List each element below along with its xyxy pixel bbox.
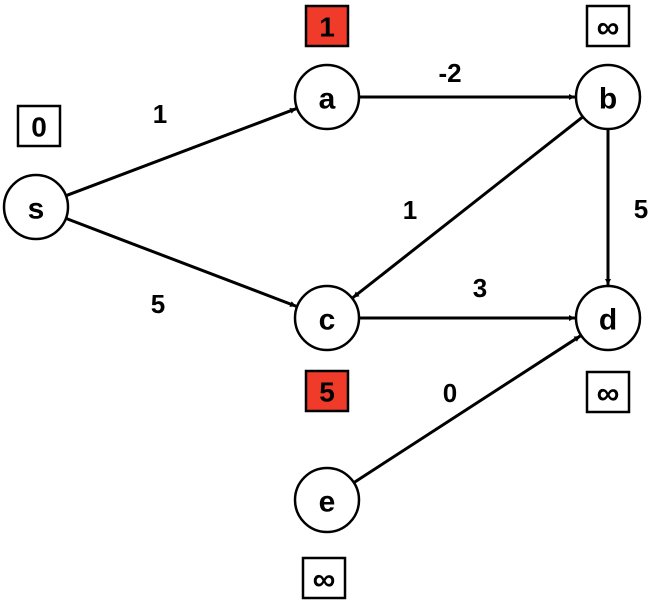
- node-circle: [574, 284, 642, 352]
- edge-weight-s-a: 1: [153, 99, 167, 129]
- node-c: c: [293, 284, 361, 352]
- distance-box-b: ∞: [585, 4, 631, 48]
- edge-e-d: [353, 334, 582, 484]
- node-label: a: [319, 83, 336, 116]
- node-label: e: [319, 486, 336, 519]
- distance-box-c: 5: [304, 369, 350, 413]
- distance-value: 1: [319, 12, 335, 43]
- node-d: d: [574, 284, 642, 352]
- distance-box-d: ∞: [585, 370, 631, 414]
- node-e: e: [293, 466, 361, 534]
- edge-weight-c-d: 3: [473, 273, 487, 303]
- edge-weight-a-b: -2: [438, 58, 461, 88]
- node-label: d: [599, 304, 617, 337]
- node-s: s: [2, 173, 70, 241]
- node-a: a: [293, 63, 361, 131]
- node-circle: [293, 466, 361, 534]
- node-circle: [2, 173, 70, 241]
- node-circle: [293, 63, 361, 131]
- distance-box-a: 1: [304, 4, 350, 48]
- distance-box-s: 0: [16, 104, 62, 148]
- edge-weight-s-c: 5: [151, 289, 165, 319]
- edge-s-c: [65, 217, 297, 308]
- distance-value: ∞: [597, 9, 620, 45]
- edge-weight-b-c: 1: [403, 195, 417, 225]
- distance-value: 0: [31, 112, 47, 143]
- distance-value: ∞: [313, 561, 336, 597]
- node-label: c: [319, 304, 336, 337]
- distance-value: 5: [319, 377, 335, 408]
- edge-b-c: [352, 115, 584, 299]
- distance-value: ∞: [597, 375, 620, 411]
- edge-weight-e-d: 0: [443, 378, 457, 408]
- node-b: b: [574, 63, 642, 131]
- edge-s-a: [65, 107, 297, 198]
- node-label: b: [599, 83, 617, 116]
- node-circle: [574, 63, 642, 131]
- node-circle: [293, 284, 361, 352]
- edge-weight-b-d: 5: [634, 194, 648, 224]
- distance-box-e: ∞: [301, 556, 347, 600]
- node-label: s: [28, 193, 45, 226]
